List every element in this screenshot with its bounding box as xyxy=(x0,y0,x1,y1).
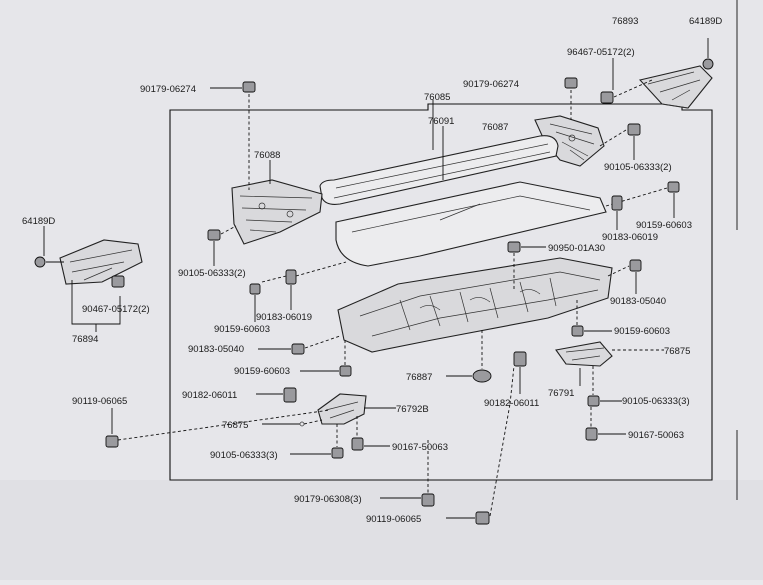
clip-90183-05040-left xyxy=(258,335,341,355)
label-90159-top-right: 90159-60603 xyxy=(636,220,692,231)
spoiler-76085 xyxy=(319,100,559,205)
label-76088: 76088 xyxy=(254,150,280,161)
bolt-90105-left-bottom xyxy=(290,424,344,459)
bolt-90167-right xyxy=(585,407,626,441)
label-76893: 76893 xyxy=(612,16,638,27)
label-76894: 76894 xyxy=(72,334,98,345)
nut-90119-left xyxy=(105,408,331,448)
bracket-76894 xyxy=(59,239,143,285)
nut-90159-left xyxy=(249,283,261,322)
label-76791: 76791 xyxy=(548,388,574,399)
label-90119-left: 90119-06065 xyxy=(72,396,127,407)
clip-90182-right xyxy=(513,351,527,394)
label-90467-left: 90467-05172(2) xyxy=(82,304,150,315)
label-76087: 76087 xyxy=(482,122,508,133)
nut-90159-mid-left xyxy=(300,340,352,377)
clip-96467-top xyxy=(600,58,653,104)
label-90179-right: 90179-06274 xyxy=(463,79,519,90)
nut-90179-left xyxy=(210,81,256,190)
label-90159-mid-right: 90159-60603 xyxy=(614,326,670,337)
clip-90182-left xyxy=(256,387,297,403)
label-64189d-left: 64189D xyxy=(22,216,55,227)
bolt-64189d-top xyxy=(702,38,714,70)
main-panel xyxy=(337,257,613,353)
seal-76887 xyxy=(446,330,492,383)
spoiler-cover-76091 xyxy=(335,126,607,267)
label-90179-06308: 90179-06308(3) xyxy=(294,494,362,505)
bolt-90105-right-bottom xyxy=(587,366,622,407)
clip-90183-06019-left xyxy=(261,261,347,310)
bolt-90105-left xyxy=(207,225,237,266)
clip-90467-left xyxy=(111,275,125,288)
label-90182-right: 90182-06011 xyxy=(484,398,539,409)
label-76792b: 76792B xyxy=(396,404,429,415)
clip-90183-06019-right xyxy=(611,195,623,230)
label-90183-06019-right: 90183-06019 xyxy=(602,232,658,243)
paper-shadow xyxy=(0,480,763,580)
label-76091: 76091 xyxy=(428,116,454,127)
label-76085: 76085 xyxy=(424,92,450,103)
label-90183-06019-left: 90183-06019 xyxy=(256,312,312,323)
bolt-64189d-left xyxy=(34,226,64,268)
label-90183-05040-left: 90183-05040 xyxy=(188,344,244,355)
label-90159-left: 90159-60603 xyxy=(214,324,270,335)
label-90119-bottom: 90119-06065 xyxy=(366,514,421,525)
label-90105-right-bottom: 90105-06333(3) xyxy=(622,396,690,407)
assembly-frame xyxy=(169,103,713,481)
label-90105-left-bottom: 90105-06333(3) xyxy=(210,450,278,461)
label-90182-left: 90182-06011 xyxy=(182,390,237,401)
label-90183-05040-right: 90183-05040 xyxy=(610,296,666,307)
bracket-76893 xyxy=(638,65,713,109)
hinge-76792b xyxy=(317,393,396,425)
nut-90179-right xyxy=(564,77,578,120)
bolt-90105-top xyxy=(599,123,641,160)
hinge-76791 xyxy=(555,341,664,386)
clip-90183-05040-right xyxy=(607,259,642,294)
label-96467-top: 96467-05172(2) xyxy=(567,47,635,58)
bolt-90167-mid xyxy=(351,416,390,451)
grommet-90950 xyxy=(507,241,546,290)
label-64189d-top: 64189D xyxy=(689,16,722,27)
label-90179-left: 90179-06274 xyxy=(140,84,196,95)
label-76875-left: 76875 xyxy=(222,420,248,431)
nut-90159-top-right xyxy=(605,181,680,218)
nut-90119-bottom xyxy=(446,365,515,525)
label-90105-top: 90105-06333(2) xyxy=(604,162,672,173)
label-90950: 90950-01A30 xyxy=(548,243,605,254)
label-90159-mid-left: 90159-60603 xyxy=(234,366,290,377)
bracket-76088 xyxy=(231,160,323,245)
label-90167-mid: 90167-50063 xyxy=(392,442,448,453)
label-76875-right: 76875 xyxy=(664,346,690,357)
label-90105-left: 90105-06333(2) xyxy=(178,268,246,279)
label-76887: 76887 xyxy=(406,372,432,383)
label-90167-right: 90167-50063 xyxy=(628,430,684,441)
nut-90159-mid-right xyxy=(571,300,612,337)
nut-90179-bottom xyxy=(380,440,435,507)
